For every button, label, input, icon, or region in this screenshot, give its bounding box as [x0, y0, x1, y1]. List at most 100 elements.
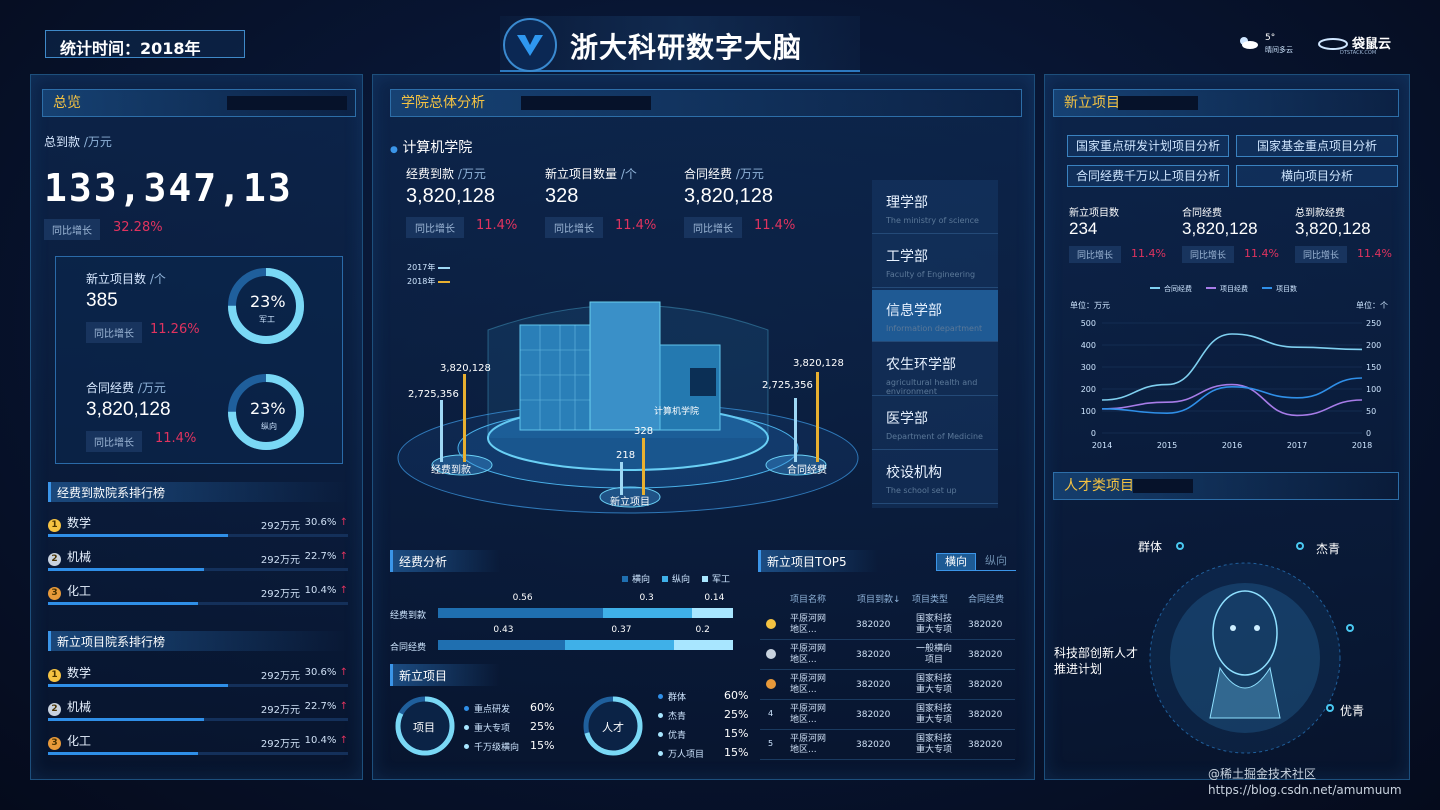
legend-pct: 60%	[724, 689, 749, 702]
mid-bar-2017	[620, 462, 623, 495]
project-ring-label: 项目	[413, 721, 435, 734]
top5-fund: 382020	[856, 710, 891, 720]
analysis-button[interactable]: 合同经费千万以上项目分析	[1067, 165, 1229, 187]
rank-bar-fill	[48, 568, 204, 571]
top5-fund: 382020	[856, 650, 891, 660]
page-title: 浙大科研数字大脑	[570, 31, 803, 64]
rank-bar	[48, 752, 348, 755]
rank-medal-icon: 2	[48, 703, 61, 716]
left-2018-value: 3,820,128	[440, 363, 491, 374]
talent-node-icon	[1176, 542, 1184, 550]
rank-value: 292万元	[260, 671, 300, 682]
right-2017-value: 2,725,356	[762, 380, 813, 391]
rank-pct: 30.6% ↑	[304, 517, 348, 528]
top5-title: 新立项目TOP5	[758, 550, 878, 572]
y-right-tick: 250	[1366, 319, 1381, 328]
analysis-button[interactable]: 国家重点研发计划项目分析	[1067, 135, 1229, 157]
funds-segment	[603, 608, 692, 618]
top5-contract: 382020	[968, 710, 1003, 720]
y-left-tick: 0	[1091, 429, 1096, 438]
talent-head-visual	[1149, 562, 1341, 754]
up-arrow-icon: ↑	[339, 585, 348, 596]
stat-yoy-value: 11.4%	[1244, 247, 1279, 260]
total-value: 133,347,13	[44, 166, 293, 210]
rank-bar-fill	[48, 752, 198, 755]
top5-header: 项目名称	[790, 595, 827, 605]
kpi-yoy-label: 同比增长	[684, 217, 742, 238]
analysis-button[interactable]: 国家基金重点项目分析	[1236, 135, 1398, 157]
rank-pct: 22.7% ↑	[304, 551, 348, 562]
x-tick: 2018	[1352, 441, 1372, 450]
up-arrow-icon: ↑	[339, 517, 348, 528]
analysis-button[interactable]: 横向项目分析	[1236, 165, 1398, 187]
up-arrow-icon: ↑	[339, 735, 348, 746]
legend-name: 重点研发	[474, 705, 511, 715]
top5-type: 国家科技重大专项	[915, 614, 952, 635]
rank-name: 化工	[67, 584, 92, 598]
weather-icon	[1236, 34, 1260, 50]
legend-dot	[658, 751, 663, 756]
rank-bar	[48, 718, 348, 721]
talent-label: 优青	[1340, 704, 1365, 718]
tab-vertical[interactable]: 纵向	[976, 553, 1016, 571]
kpi-unit: /个	[620, 167, 637, 181]
tab-horizontal[interactable]: 横向	[936, 553, 976, 571]
x-tick: 2014	[1092, 441, 1112, 450]
up-arrow-icon: ↑	[339, 551, 348, 562]
department-en: The ministry of science	[886, 216, 979, 225]
legend-label: 合同经费	[1164, 284, 1192, 293]
rank-value: 292万元	[260, 589, 300, 600]
contract-value: 3,820,128	[86, 399, 171, 420]
legend-text: 军工	[712, 575, 731, 585]
kpi-yoy-label: 同比增长	[545, 217, 603, 238]
legend-pct: 15%	[530, 739, 555, 752]
funds-segment	[438, 608, 604, 618]
funds-row-label: 经费到款	[390, 611, 427, 621]
legend-2017: 2017年	[407, 262, 450, 273]
department-name: 信息学部	[886, 303, 942, 319]
funds-segment	[564, 640, 674, 650]
rank-value: 292万元	[260, 521, 300, 532]
legend-name: 群体	[668, 693, 687, 703]
rank-pct: 10.4% ↑	[304, 735, 348, 746]
contract-label-text: 合同经费	[86, 381, 135, 395]
y-left-tick: 300	[1081, 363, 1096, 372]
y-left-unit: 单位：万元	[1070, 300, 1110, 310]
right-bar-2018	[816, 372, 819, 462]
funds-segment-label: 0.14	[704, 593, 725, 603]
vertical-ring-label: 纵向	[261, 422, 277, 431]
rank-bar-fill	[48, 534, 228, 537]
top5-fund: 382020	[856, 620, 891, 630]
talent-ring	[583, 696, 643, 756]
kpi-label: 新立项目数量 /个	[545, 165, 637, 182]
stat-yoy-value: 11.4%	[1357, 247, 1392, 260]
top5-type: 一般横向项目	[915, 644, 952, 665]
top5-type: 国家科技重大专项	[915, 704, 952, 725]
mid-name: 新立项目	[610, 497, 650, 508]
legend-swatch	[622, 576, 628, 582]
rank-medal-icon	[766, 619, 776, 629]
rank-pct: 30.6% ↑	[304, 667, 348, 678]
funds-segment-label: 0.2	[695, 625, 710, 635]
college-title: 学院总体分析	[390, 89, 1022, 117]
contract-yoy-value: 11.4%	[155, 431, 197, 446]
top5-contract: 382020	[968, 650, 1003, 660]
top5-header: 合同经费	[968, 595, 1005, 605]
